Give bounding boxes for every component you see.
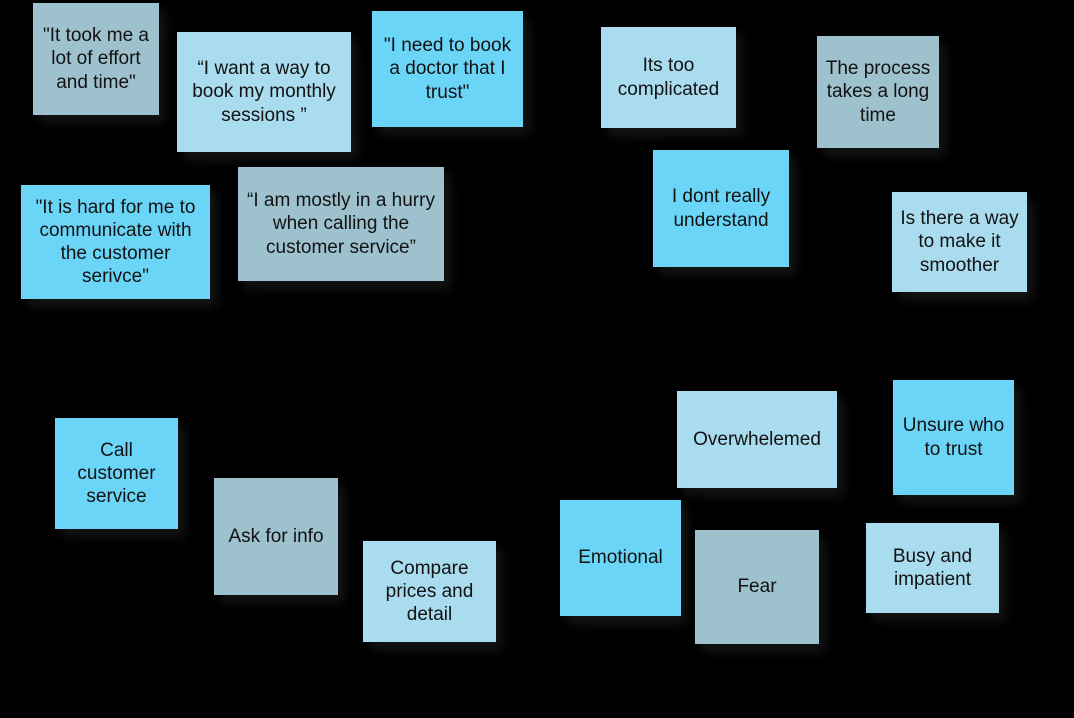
sticky-note-text: I dont really understand <box>671 186 771 231</box>
note-call-customer-service[interactable]: Call customer service <box>55 418 178 529</box>
note-it-took-me-a-lot-of-effort-and-time[interactable]: "It took me a lot of effort and time" <box>33 3 159 115</box>
note-busy-and-impatient[interactable]: Busy and impatient <box>866 523 999 613</box>
note-its-too-complicated[interactable]: Its too complicated <box>601 27 736 128</box>
note-it-is-hard-for-me-to-communicate-with-the-customer-serivce[interactable]: "It is hard for me to communicate with t… <box>21 185 210 299</box>
note-compare-prices-and-detail[interactable]: Compare prices and detail <box>363 541 496 642</box>
note-i-am-mostly-in-a-hurry-when-calling-the-customer-service[interactable]: “I am mostly in a hurry when calling the… <box>238 167 444 281</box>
sticky-note-text: “I want a way to book my monthly session… <box>192 58 336 126</box>
sticky-note-text: Is there a way to make it smoother <box>900 208 1019 276</box>
sticky-note-text: "It is hard for me to communicate with t… <box>35 196 196 288</box>
note-i-need-to-book-a-doctor-that-i-trust[interactable]: "I need to book a doctor that I trust" <box>372 11 523 127</box>
sticky-note-text: Compare prices and detail <box>385 557 474 626</box>
note-fear[interactable]: Fear <box>695 530 819 644</box>
note-the-process-takes-a-long-time[interactable]: The process takes a long time <box>817 36 939 148</box>
sticky-note-text: Fear <box>737 576 777 598</box>
note-ask-for-info[interactable]: Ask for info <box>214 478 338 595</box>
sticky-note-text: Ask for info <box>228 525 324 547</box>
sticky-note-text: Call customer service <box>77 439 156 508</box>
note-emotional[interactable]: Emotional <box>560 500 681 616</box>
sticky-note-text: Busy and impatient <box>892 545 973 590</box>
sticky-note-text: "It took me a lot of effort and time" <box>42 25 149 93</box>
note-i-dont-really-understand[interactable]: I dont really understand <box>653 150 789 267</box>
sticky-note-text: The process takes a long time <box>825 58 931 126</box>
sticky-note-text: Overwhelemed <box>693 428 821 450</box>
sticky-note-text: Its too complicated <box>617 55 720 100</box>
note-i-want-a-way-to-book-my-monthly-sessions[interactable]: “I want a way to book my monthly session… <box>177 32 351 152</box>
sticky-note-text: “I am mostly in a hurry when calling the… <box>247 190 435 258</box>
sticky-note-text: "I need to book a doctor that I trust" <box>383 35 512 103</box>
sticky-note-text: Emotional <box>578 547 663 569</box>
note-overwhelemed[interactable]: Overwhelemed <box>677 391 837 488</box>
sticky-note-text: Unsure who to trust <box>902 415 1005 460</box>
note-is-there-a-way-to-make-it-smoother[interactable]: Is there a way to make it smoother <box>892 192 1027 292</box>
note-unsure-who-to-trust[interactable]: Unsure who to trust <box>893 380 1014 495</box>
